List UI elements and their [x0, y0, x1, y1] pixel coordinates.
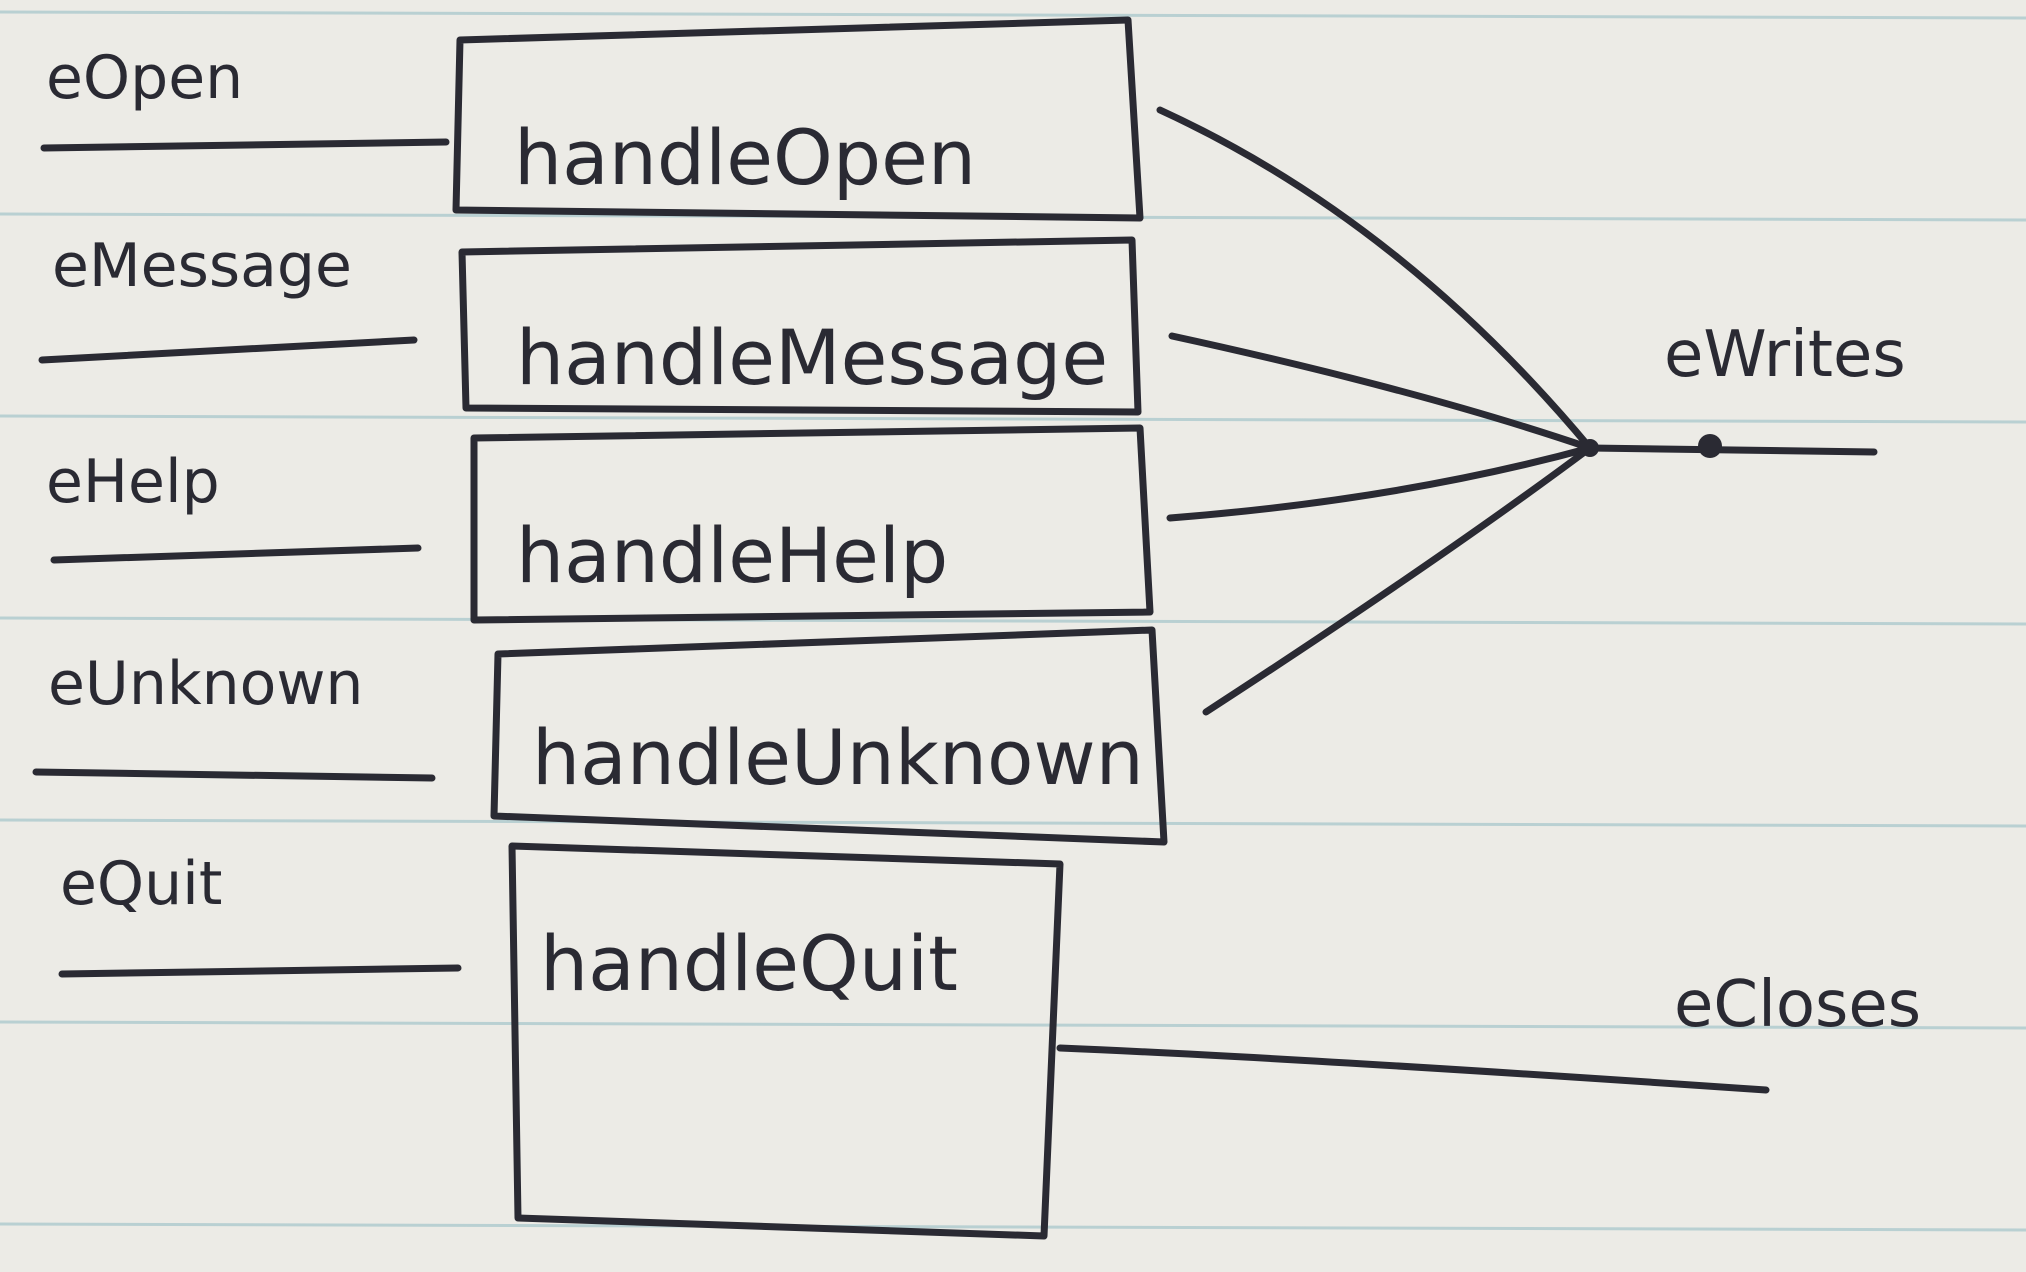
rule-line	[0, 1020, 2026, 1030]
handler-box-message	[458, 236, 1142, 416]
rule-line	[0, 1222, 2026, 1232]
handler-box-help	[470, 424, 1154, 624]
handler-label-message: handleMessage	[516, 313, 1108, 402]
input-label-emessage: eMessage	[52, 231, 352, 301]
handler-box-unknown	[490, 626, 1168, 846]
connector-message-to-writes	[1168, 332, 1594, 452]
output-label-ewrites: eWrites	[1664, 318, 1906, 392]
input-label-eopen: eOpen	[46, 43, 243, 113]
writes-connectors	[1156, 106, 1878, 716]
handler-label-unknown: handleUnknown	[532, 713, 1144, 802]
input-line-eunknown	[32, 768, 436, 782]
closes-output-line	[1056, 1044, 1770, 1094]
output-label-ecloses: eCloses	[1674, 968, 1921, 1042]
handler-box-open	[452, 16, 1144, 222]
input-line-equit	[58, 964, 462, 978]
handler-label-quit: handleQuit	[540, 919, 958, 1008]
rule-line	[0, 414, 2026, 424]
rule-line	[0, 616, 2026, 626]
input-line-ehelp	[50, 544, 422, 564]
input-line-eopen	[40, 138, 450, 152]
handler-box-quit	[508, 842, 1064, 1240]
input-stubs	[32, 138, 462, 978]
junction-dot	[1581, 439, 1599, 457]
handler-boxes	[452, 16, 1168, 1240]
junction-dot	[1698, 434, 1722, 458]
handler-label-open: handleOpen	[514, 113, 976, 202]
connector-help-to-writes	[1166, 444, 1594, 522]
input-labels: eOpen eMessage eHelp eUnknown eQuit	[46, 43, 363, 919]
handler-label-help: handleHelp	[516, 511, 948, 600]
rule-line	[0, 818, 2026, 828]
connector-unknown-to-writes	[1202, 444, 1594, 716]
rule-line	[0, 10, 2026, 20]
handler-labels: handleOpen handleMessage handleHelp hand…	[514, 113, 1144, 1008]
input-line-emessage	[38, 336, 418, 364]
input-label-equit: eQuit	[60, 849, 222, 919]
input-label-eunknown: eUnknown	[48, 649, 363, 719]
writes-output-line	[1586, 444, 1878, 456]
input-label-ehelp: eHelp	[46, 447, 220, 517]
connector-open-to-writes	[1156, 106, 1594, 452]
writes-junction-dots	[1581, 434, 1722, 458]
output-labels: eWrites eCloses	[1664, 318, 1921, 1042]
